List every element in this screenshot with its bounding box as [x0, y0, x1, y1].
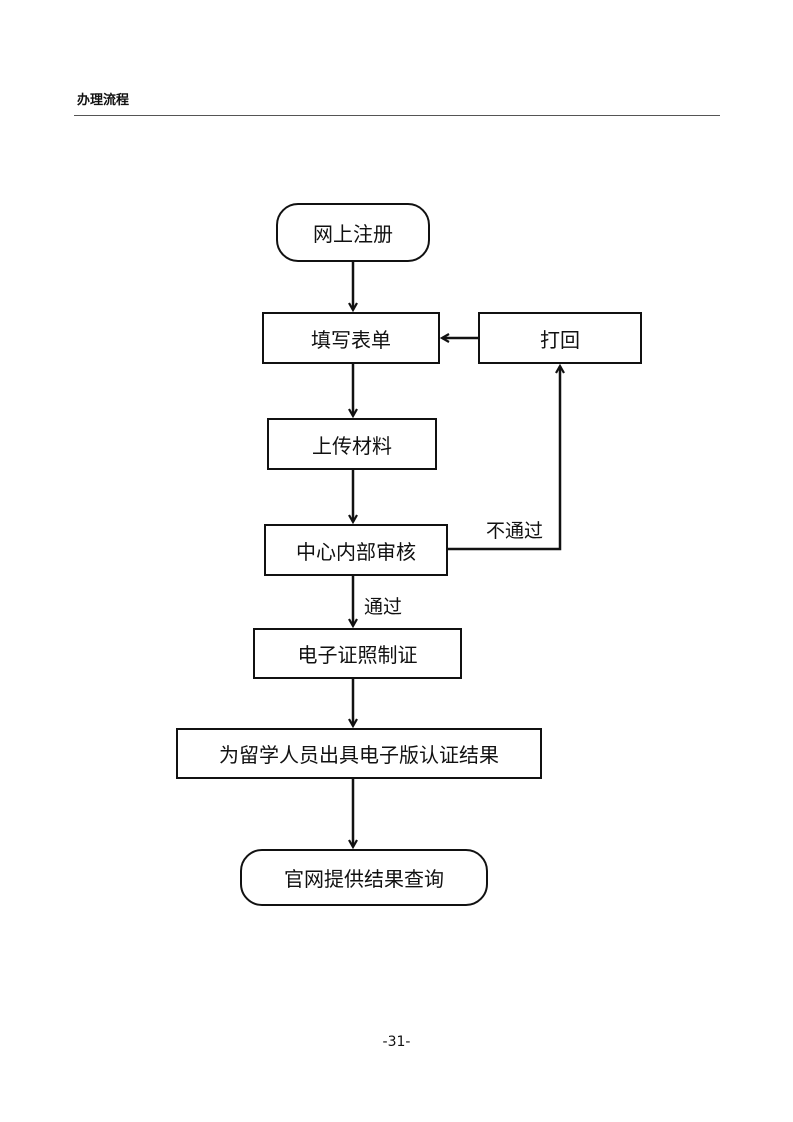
node-review: 中心内部审核 [264, 524, 448, 576]
header-divider [74, 115, 720, 116]
node-upload: 上传材料 [267, 418, 437, 470]
node-register: 网上注册 [276, 203, 430, 262]
edge-label-pass: 通过 [364, 596, 403, 618]
node-query: 官网提供结果查询 [240, 849, 488, 906]
node-fill-form: 填写表单 [262, 312, 440, 364]
node-e-cert: 电子证照制证 [253, 628, 462, 679]
node-return: 打回 [478, 312, 642, 364]
node-issue-result: 为留学人员出具电子版认证结果 [176, 728, 542, 779]
edge-label-fail: 不通过 [486, 520, 544, 542]
arrow-review-to-return [448, 366, 560, 551]
section-title: 办理流程 [77, 93, 130, 108]
page-number: -31- [382, 1034, 411, 1050]
